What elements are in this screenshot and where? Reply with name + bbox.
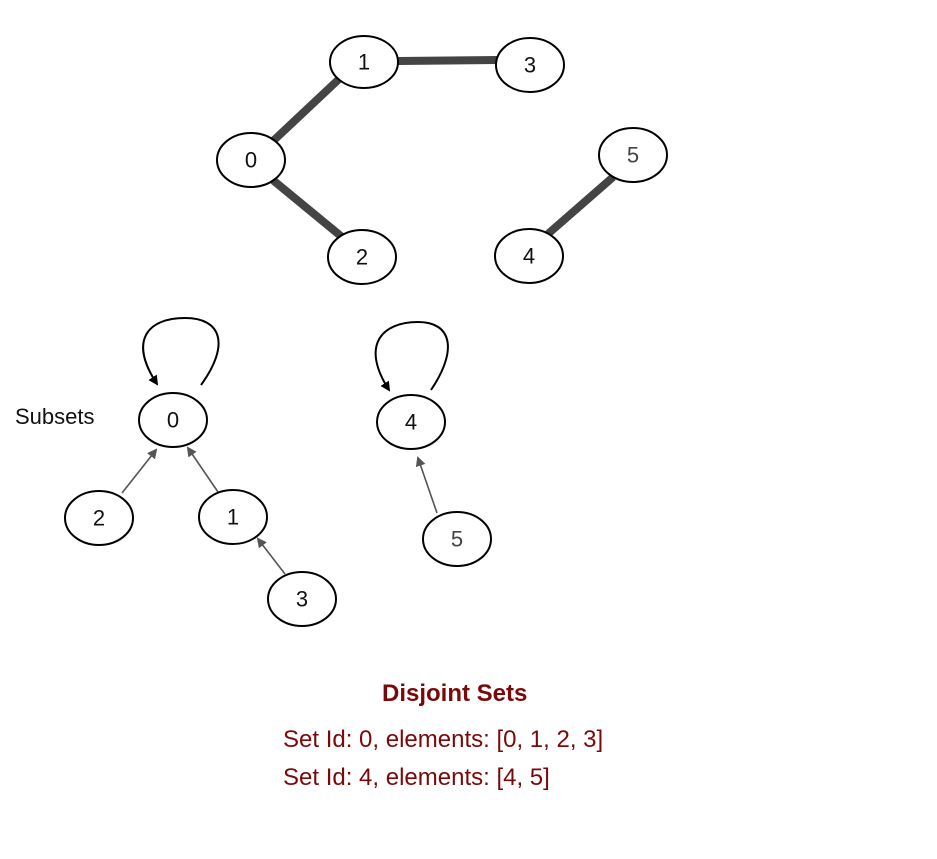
node-label: 1 — [358, 50, 370, 75]
parent-arrow-3-to-1 — [256, 537, 286, 575]
node-label: 2 — [356, 245, 368, 270]
node-label: 2 — [93, 506, 105, 531]
node-label: 0 — [167, 408, 179, 433]
subset-node-3: 3 — [267, 571, 337, 627]
result-line-set-0: Set Id: 0, elements: [0, 1, 2, 3] — [283, 726, 604, 753]
node-label: 0 — [245, 148, 257, 173]
graph-node-2: 2 — [327, 229, 397, 285]
parent-arrow-1-to-0 — [186, 446, 219, 493]
graph-edge-1-3 — [395, 56, 501, 65]
result-line-set-4: Set Id: 4, elements: [4, 5] — [283, 764, 550, 791]
subset-node-4: 4 — [376, 394, 446, 450]
graph-node-4: 4 — [494, 228, 564, 284]
self-loop-arrow-0 — [142, 316, 220, 386]
self-loop-arrow-4 — [374, 320, 449, 392]
graph-node-3: 3 — [495, 37, 565, 93]
graph-node-1: 1 — [329, 35, 399, 89]
subset-node-1: 1 — [198, 489, 268, 545]
graph: 1 3 0 5 2 4 — [216, 35, 668, 285]
result-title: Disjoint Sets — [382, 680, 528, 707]
subsets-forest: 0 4 2 1 5 3 — [64, 316, 492, 627]
subset-node-2: 2 — [64, 490, 134, 546]
node-label: 4 — [523, 244, 535, 269]
graph-edge-0-1 — [268, 76, 342, 146]
graph-edge-0-2 — [270, 177, 346, 241]
parent-arrow-2-to-0 — [121, 448, 158, 494]
node-label: 5 — [451, 527, 463, 552]
subset-node-0: 0 — [138, 392, 208, 448]
graph-edge-4-5 — [545, 174, 616, 237]
graph-node-5: 5 — [598, 127, 668, 183]
subset-node-5: 5 — [422, 511, 492, 567]
parent-arrow-5-to-4 — [415, 456, 438, 514]
node-label: 1 — [227, 505, 239, 530]
node-label: 4 — [405, 410, 417, 435]
node-label: 5 — [627, 143, 639, 168]
graph-node-0: 0 — [216, 132, 286, 188]
node-label: 3 — [296, 587, 308, 612]
node-label: 3 — [524, 53, 536, 78]
subsets-label: Subsets — [15, 404, 95, 429]
